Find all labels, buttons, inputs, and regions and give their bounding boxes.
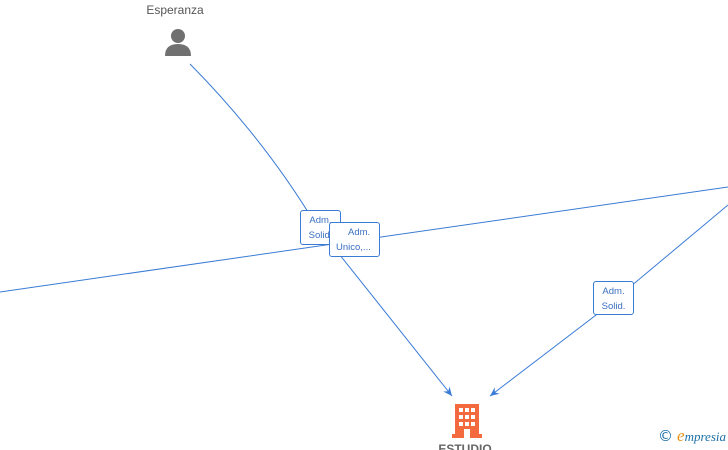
edge-label-line2: Unico,...	[336, 242, 371, 253]
edge-label-line1: Adm.	[348, 227, 371, 238]
edge-label-line1: Adm.	[602, 286, 625, 297]
edge-label-line2: Solid.	[308, 230, 333, 241]
edge-label-left-role[interactable]: Adm. Unico,...	[329, 222, 380, 257]
brand-wordmark: empresia	[677, 426, 726, 445]
edge-label-line1: Adm.	[309, 215, 332, 226]
person-name-label[interactable]: Esperanza	[146, 3, 204, 17]
person-icon[interactable]	[163, 27, 193, 57]
edge-label-line2: Solid.	[601, 301, 626, 312]
company-name-label[interactable]: ESTUDIO	[438, 442, 492, 450]
empresia-logo: © empresia	[658, 426, 726, 446]
edge-label-right-role[interactable]: Adm. Solid.	[593, 281, 634, 315]
copyright-symbol: ©	[658, 427, 674, 445]
building-icon[interactable]	[450, 402, 484, 438]
